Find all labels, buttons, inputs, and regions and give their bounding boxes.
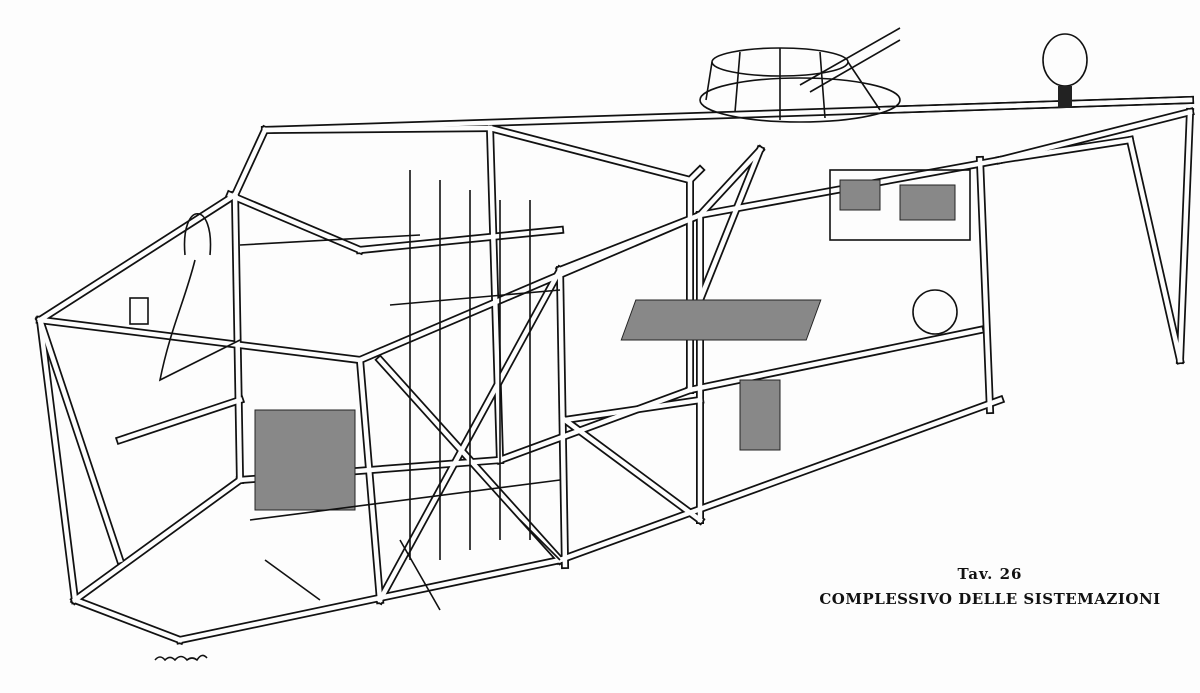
frame-tube [997, 109, 1193, 163]
frame-tube [117, 397, 243, 443]
hand-wheel [912, 289, 958, 335]
frame-tube [1177, 109, 1193, 363]
machine-gun [799, 27, 901, 93]
frame-tube [357, 227, 563, 253]
frame-tube [497, 387, 693, 463]
frame-tube [997, 137, 1133, 163]
frame-tube [227, 192, 363, 253]
frame-tubes [34, 95, 1195, 646]
frame-tube [557, 267, 568, 568]
equipment-table [620, 299, 822, 341]
headset [183, 213, 212, 256]
frame-tube [561, 416, 704, 524]
frame-tube [71, 476, 244, 604]
frame-tube [557, 397, 1003, 563]
frame-tube [37, 317, 78, 603]
frame-tube [877, 97, 1193, 113]
junction-box [129, 297, 149, 325]
frame-tube [232, 127, 268, 198]
frame-tube [557, 212, 703, 273]
frame-tube [357, 357, 383, 603]
loop-antenna [1042, 33, 1088, 87]
frame-tube [37, 317, 123, 563]
frame-tube [696, 146, 764, 219]
bomb-rack [239, 170, 561, 611]
bomb-sight [739, 379, 781, 451]
frame-tube [177, 557, 563, 643]
frame-tube [36, 191, 239, 324]
frame-tube [37, 317, 363, 363]
frame-tube [72, 597, 183, 643]
frame-tube [977, 157, 993, 413]
equipment [129, 27, 1088, 611]
frame-tube [487, 125, 503, 463]
artist-signature [154, 654, 208, 662]
frame-tube [687, 327, 983, 393]
turret-ring [699, 77, 901, 123]
plate-title: COMPLESSIVO DELLE SISTEMAZIONI [819, 590, 1161, 608]
frame-tube [232, 192, 243, 483]
plate-number: Tav. 26 [957, 565, 1023, 583]
frame-tube [487, 125, 693, 183]
frame-tube [697, 147, 763, 303]
radio-set [829, 169, 971, 241]
frame-tube [1127, 137, 1183, 363]
